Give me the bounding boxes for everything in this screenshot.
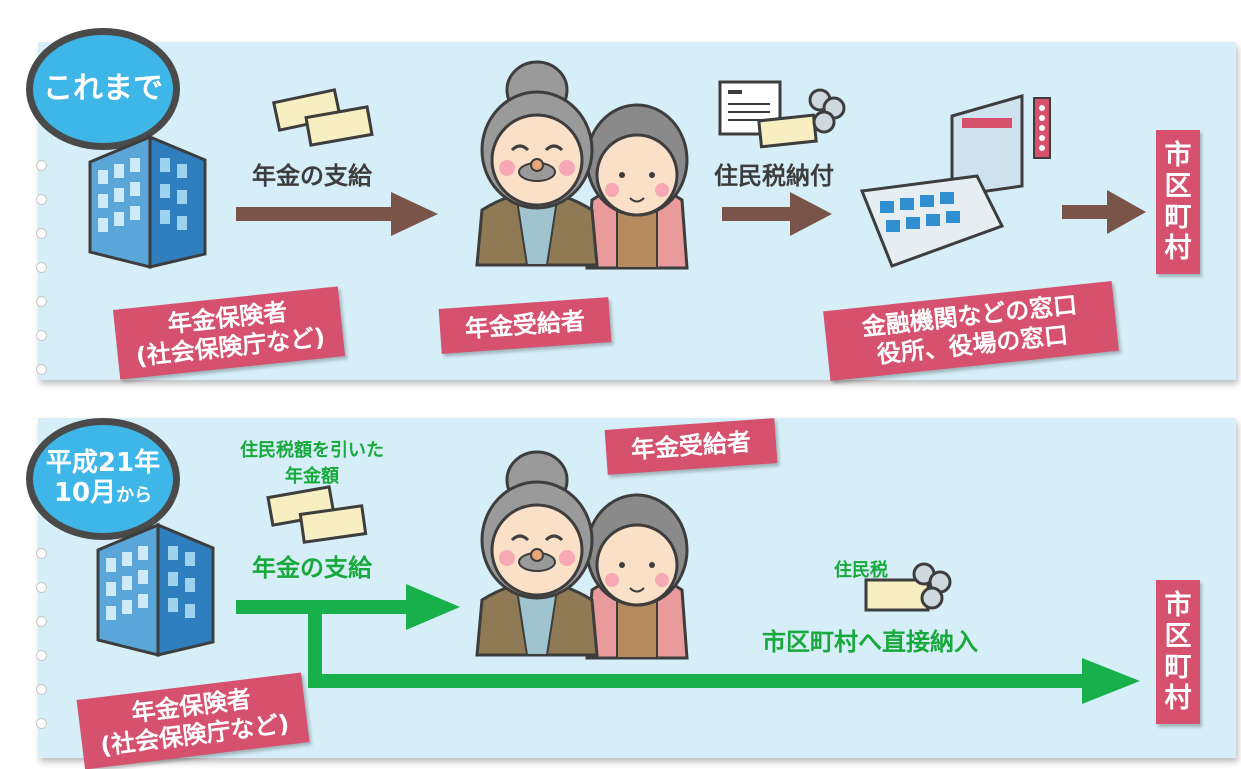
tax-money-icon — [864, 562, 952, 612]
resident-tax-label: 住民税 — [834, 560, 888, 581]
municipality-tag: 市 区 町 村 — [1156, 580, 1200, 725]
current-badge: これまで — [26, 28, 180, 150]
binder-holes — [36, 548, 47, 752]
pension-money-icon — [266, 485, 368, 544]
office-building-icon — [88, 134, 207, 269]
pension-payment-label: 年金の支給 — [252, 162, 372, 190]
tax-payment-label: 住民税納付 — [714, 162, 834, 190]
payment-arrow — [236, 192, 438, 236]
municipality-arrow — [1062, 190, 1146, 234]
green-flow-arrows — [236, 584, 1140, 704]
direct-payment-label: 市区町村へ直接納入 — [762, 628, 978, 656]
pension-payment-label: 年金の支給 — [252, 554, 372, 582]
deducted-amount-note: 住民税額を引いた 年金額 — [240, 440, 384, 487]
office-building-icon — [96, 522, 215, 657]
tax-payment-arrow — [722, 192, 832, 236]
new-system-badge: 平成21年 10月から — [26, 418, 180, 540]
elderly-couple-icon — [475, 60, 689, 270]
tax-document-icon — [718, 80, 846, 149]
pension-money-icon — [271, 88, 374, 147]
bank-building-icon — [859, 94, 1051, 268]
elderly-couple-icon — [475, 450, 689, 660]
binder-holes — [36, 160, 47, 398]
municipality-tag: 市 区 町 村 — [1156, 130, 1200, 275]
